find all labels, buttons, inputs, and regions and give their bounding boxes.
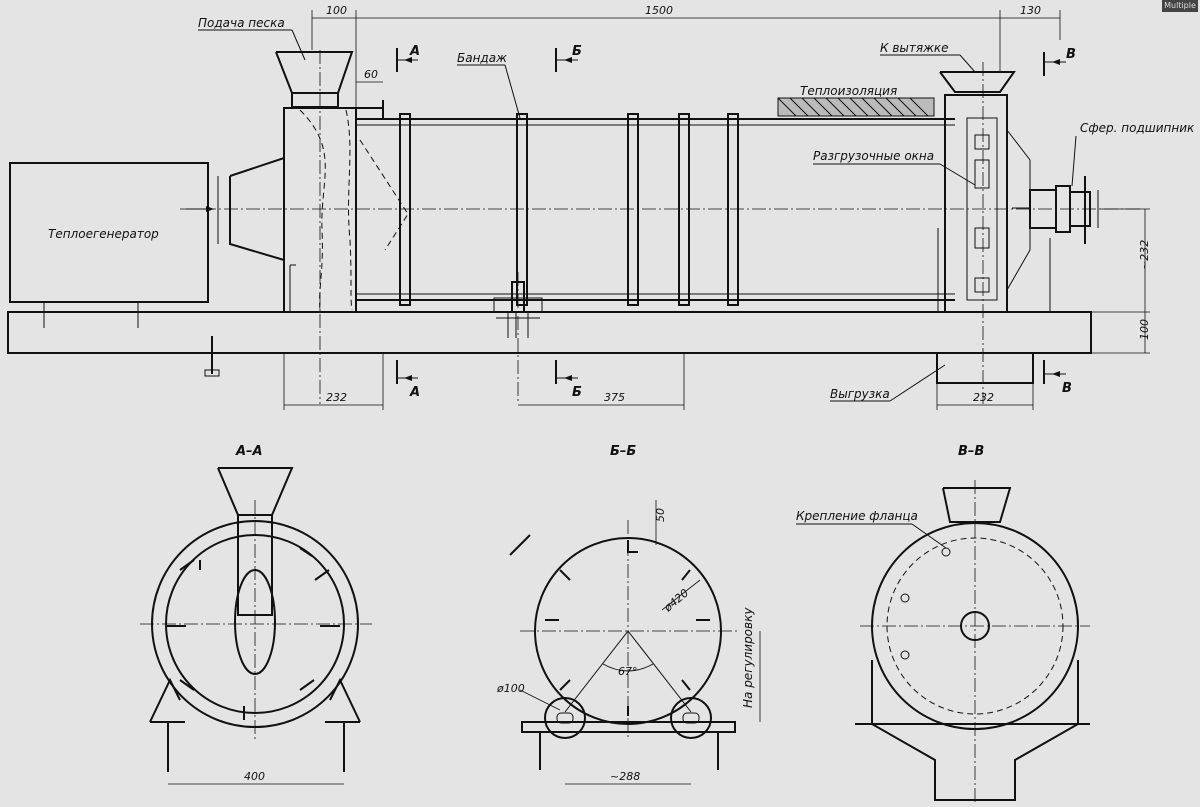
bb-roller-right: [670, 697, 712, 739]
bb-roller-left: [544, 697, 586, 739]
unload-chute: [936, 352, 1034, 384]
vv-exhaust: [942, 487, 1012, 523]
insulation-band: [777, 97, 935, 117]
svg-text:1500: 1500: [645, 4, 673, 17]
svg-text:100: 100: [1138, 319, 1151, 340]
flange-mount-label: Крепление фланца: [796, 509, 918, 523]
svg-text:ø100: ø100: [496, 682, 525, 695]
svg-text:60: 60: [364, 68, 378, 81]
section-vv: В–В Крепление фланца: [796, 444, 1090, 804]
svg-text:50: 50: [654, 508, 667, 522]
section-aa-title: А–А: [235, 444, 263, 459]
bearing-label: Сфер. подшипник: [1080, 121, 1195, 135]
drum-bandages: [399, 113, 739, 306]
section-vv-title: В–В: [958, 444, 984, 459]
svg-text:~288: ~288: [610, 770, 640, 783]
insulation-label: Теплоизоляция: [800, 84, 897, 98]
svg-text:Б: Б: [572, 385, 582, 400]
adjustable-label: На регулировку: [741, 607, 755, 708]
svg-text:100: 100: [326, 4, 347, 17]
exhaust-hood: [939, 71, 1016, 93]
unload-windows-label: Разгрузочные окна: [813, 149, 934, 163]
svg-text:400: 400: [244, 770, 265, 783]
svg-text:В: В: [1066, 47, 1076, 62]
elevation-view: Теплоегенератор: [7, 4, 1195, 410]
right-dimensions: ~232 100: [1090, 208, 1151, 354]
top-dimensions: 100 1500 130 60: [311, 4, 1061, 108]
heat-generator-label: Теплоегенератор: [48, 227, 159, 241]
svg-text:~232: ~232: [1138, 240, 1151, 270]
svg-text:А: А: [409, 44, 420, 59]
section-aa: А–А 400: [140, 444, 372, 785]
unloading-label: Выгрузка: [830, 387, 890, 401]
svg-text:В: В: [1062, 381, 1072, 396]
heat-generator-box: [9, 162, 209, 303]
svg-text:67°: 67°: [618, 665, 638, 678]
svg-text:Б: Б: [572, 44, 582, 59]
section-bb: Б–Б 67° ~288 50 ø420: [496, 444, 761, 785]
svg-text:130: 130: [1020, 4, 1041, 17]
svg-text:232: 232: [326, 391, 347, 404]
bottom-dimensions: 232 375 232: [283, 352, 1034, 410]
section-bb-title: Б–Б: [610, 444, 636, 459]
bandage-label: Бандаж: [457, 51, 507, 65]
corner-badge: Multiple: [1162, 0, 1198, 12]
sand-hopper: [275, 51, 354, 94]
sand-feed-label: Подача песка: [198, 16, 285, 30]
section-markers: А А Б Б В В: [396, 44, 1076, 400]
base-beam: [7, 311, 1092, 354]
to-exhaust-label: К вытяжке: [880, 41, 949, 55]
spherical-bearing: [1012, 176, 1099, 244]
svg-text:А: А: [409, 385, 420, 400]
svg-text:232: 232: [973, 391, 994, 404]
svg-text:375: 375: [604, 391, 625, 404]
